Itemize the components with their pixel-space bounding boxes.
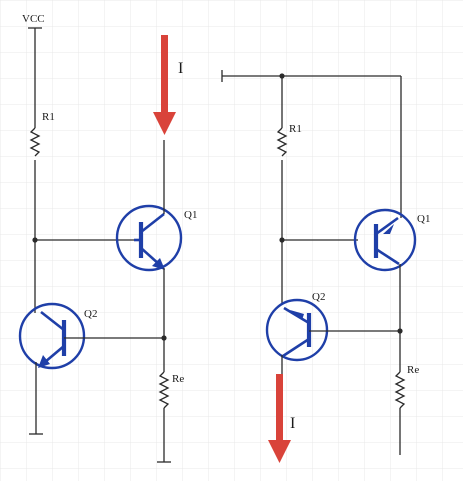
- current-arrow-head: [153, 112, 176, 135]
- current-arrow-right: [268, 374, 291, 463]
- q2-emitter-arrow: [38, 355, 50, 368]
- q1-label-right: Q1: [417, 213, 430, 225]
- resistor-r1-left: [29, 127, 41, 157]
- q1-body: [115, 204, 183, 272]
- q2-emitter-arrow: [290, 310, 304, 320]
- r1-label-right: R1: [289, 123, 302, 135]
- resistor-r1-right: [276, 127, 288, 157]
- transistor-q1-left: [115, 204, 183, 272]
- r1-label-left: R1: [42, 111, 55, 123]
- q2-body: [265, 298, 329, 362]
- q1-emitter-lead: [375, 247, 400, 266]
- q2-collector-lead: [40, 310, 65, 332]
- re-label-right: Re: [407, 364, 419, 376]
- q1-collector-lead: [375, 216, 399, 236]
- circuit-right: R1 Q1 Q2: [221, 70, 430, 463]
- current-arrow-shaft: [161, 35, 168, 115]
- q1-label-left: Q1: [184, 209, 197, 221]
- q2-label-left: Q2: [84, 308, 97, 320]
- transistor-q2-right: [265, 298, 329, 362]
- q1-emitter-arrow: [383, 224, 394, 234]
- current-arrow-left: [153, 35, 176, 135]
- q2-body: [18, 302, 86, 370]
- q2-emitter-lead: [44, 345, 65, 363]
- q1-emitter-arrow: [152, 258, 165, 270]
- q1-collector-lead: [140, 212, 165, 234]
- q2-emitter-lead: [283, 306, 310, 325]
- resistor-re-left: [158, 371, 170, 409]
- q2-label-right: Q2: [312, 291, 325, 303]
- current-label-right: I: [290, 415, 295, 432]
- re-label-left: Re: [172, 373, 184, 385]
- q2-collector-lead: [282, 337, 310, 358]
- vcc-label: VCC: [22, 13, 45, 25]
- current-arrow-shaft: [276, 374, 283, 442]
- current-arrow-head: [268, 440, 291, 463]
- circuit-left: VCC R1 Q1: [18, 13, 197, 463]
- q1-body: [353, 208, 417, 272]
- resistor-re-right: [394, 371, 406, 409]
- transistor-q1-right: [353, 208, 417, 272]
- current-label-left: I: [178, 60, 183, 77]
